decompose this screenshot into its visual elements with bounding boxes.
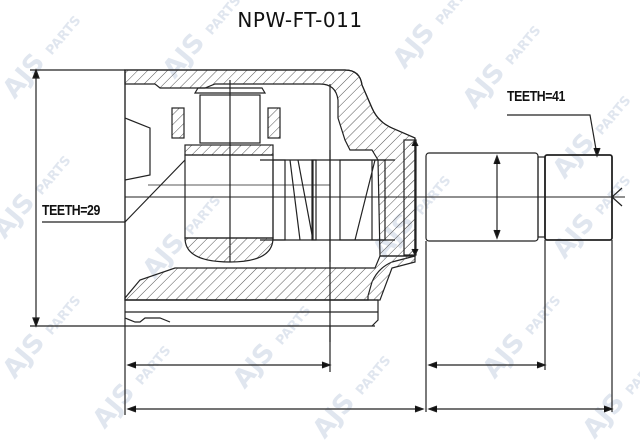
- teeth-count-label-right: TEETH=41: [507, 88, 565, 105]
- teeth-count-label-left: TEETH=29: [42, 202, 100, 219]
- leader-lines: [42, 114, 601, 223]
- springs: [260, 159, 395, 241]
- bottom-dimensions: [124, 326, 614, 415]
- flange: [403, 138, 419, 257]
- right-shaft: [425, 152, 623, 412]
- part-number-title: NPW-FT-011: [237, 8, 363, 32]
- cv-joint-drawing: [30, 68, 625, 415]
- tripod-roller: [124, 80, 281, 263]
- left-height-dimension: [30, 68, 125, 328]
